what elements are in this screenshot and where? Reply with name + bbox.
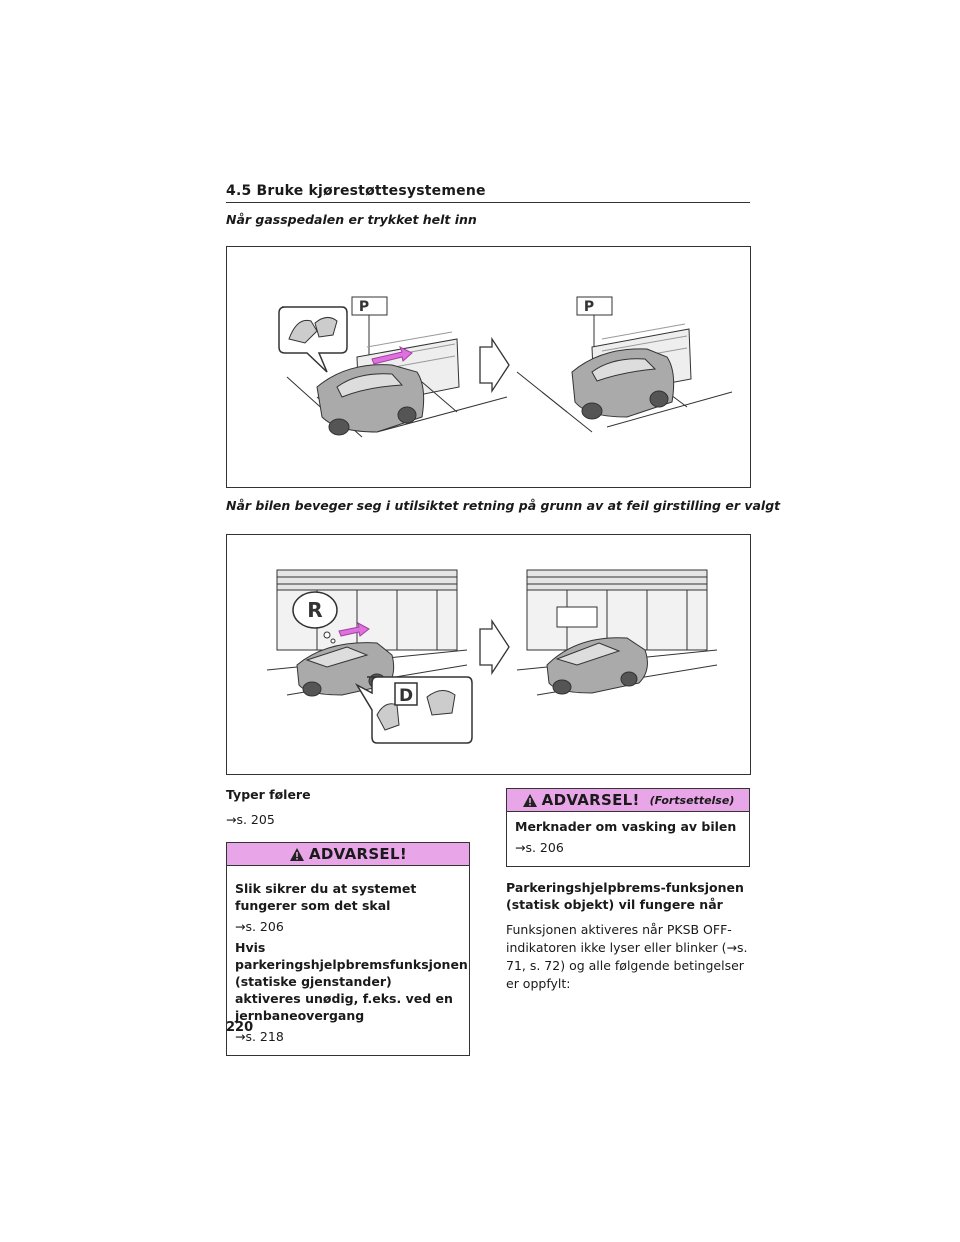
- left-scene: [266, 569, 473, 744]
- left-scene: [278, 296, 508, 438]
- warning-triangle-icon: [522, 793, 537, 807]
- figure2-illustration: R D: [266, 569, 718, 744]
- warning-bar-continued: ADVARSEL! (Fortsettelse): [507, 789, 749, 812]
- function-heading: Parkeringshjelpbrems-funksjonen (statisk…: [506, 880, 744, 912]
- right-column: ADVARSEL! (Fortsettelse) Merknader om va…: [506, 788, 750, 993]
- parking-sign-right: P: [584, 299, 594, 315]
- figure1-caption: Når gasspedalen er trykket helt inn: [226, 212, 477, 227]
- warning-title: ADVARSEL!: [309, 844, 407, 863]
- figure-accelerator-pressed: P P: [226, 246, 751, 488]
- section-header: 4.5 Bruke kjørestøttesystemene: [226, 180, 750, 203]
- section-title: 4.5 Bruke kjørestøttesystemene: [226, 183, 486, 199]
- figure-wrong-gear: R D: [226, 534, 751, 775]
- warning-bar: ADVARSEL!: [227, 843, 469, 866]
- sensor-types-heading: Typer følere: [226, 787, 311, 802]
- function-body: Funksjonen aktiveres når PKSB OFF-indika…: [506, 922, 748, 991]
- sensor-types-ref[interactable]: →s. 205: [226, 812, 275, 827]
- warning-item1-heading: Slik sikrer du at systemet fungerer som …: [235, 881, 417, 913]
- right-scene: [516, 296, 733, 433]
- warning-item2-ref[interactable]: →s. 218: [235, 1029, 284, 1044]
- figure1-illustration: P P: [278, 296, 733, 438]
- figure2-caption: Når bilen beveger seg i utilsiktet retni…: [226, 498, 781, 513]
- left-column: Typer følere →s. 205 ADVARSEL! Slik sikr…: [226, 786, 470, 1056]
- warning-title: ADVARSEL!: [541, 790, 640, 809]
- right-scene: [516, 569, 718, 696]
- washing-notes-heading: Merknader om vasking av bilen: [515, 819, 737, 834]
- warning-box: ADVARSEL! Slik sikrer du at systemet fun…: [226, 842, 470, 1056]
- parking-sign-left: P: [359, 299, 369, 315]
- warning-triangle-icon: [290, 847, 305, 861]
- warning-item1-ref[interactable]: →s. 206: [235, 919, 284, 934]
- washing-notes-ref[interactable]: →s. 206: [515, 840, 564, 855]
- warning-continued-label: (Fortsettelse): [649, 793, 735, 807]
- warning-box-continued: ADVARSEL! (Fortsettelse) Merknader om va…: [506, 788, 750, 867]
- page-number: 220: [226, 1020, 254, 1035]
- gear-r-label: R: [307, 598, 322, 622]
- gear-d-label: D: [399, 686, 413, 706]
- warning-item2-heading: Hvis parkeringshjelpbremsfunksjonen (sta…: [235, 940, 468, 1023]
